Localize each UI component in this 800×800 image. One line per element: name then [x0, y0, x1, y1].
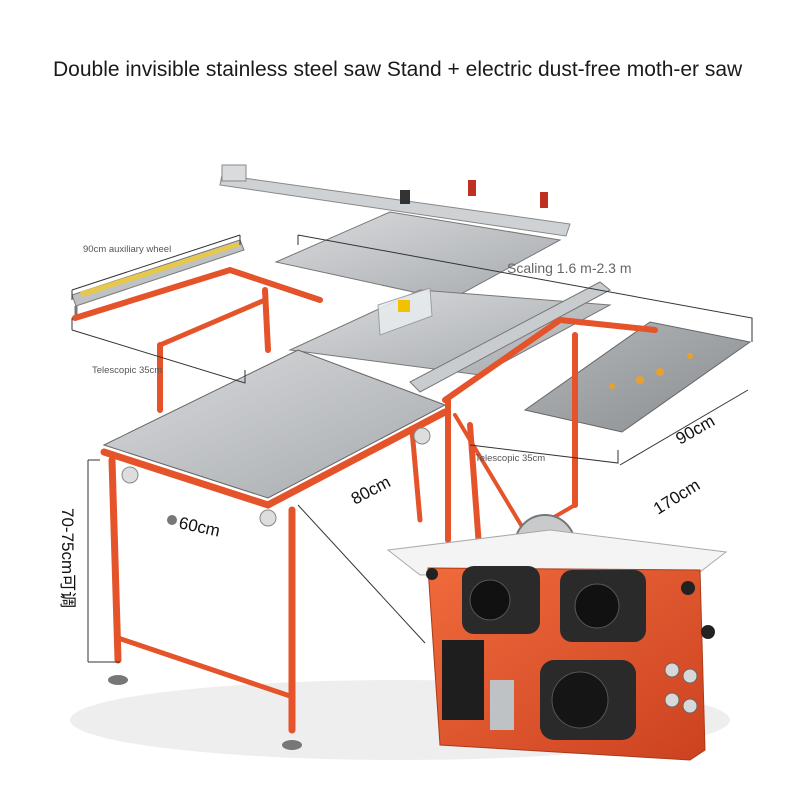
knob [701, 625, 715, 639]
label-height-adjust: 70-75cm可调 [58, 508, 77, 608]
rip-fence [409, 281, 611, 393]
label-aux-wheel: 90cm auxiliary wheel [83, 244, 171, 255]
right-extension-table [523, 321, 752, 433]
blade-guard [377, 287, 433, 336]
label-telescopic-right: Telescopic 35cm [475, 453, 545, 464]
auxiliary-roller-rail [71, 239, 245, 318]
feet [108, 427, 431, 750]
label-width-80: 80cm [348, 472, 394, 508]
label-scaling: Scaling 1.6 m-2.3 m [507, 260, 632, 276]
main-saw-table [288, 289, 612, 376]
label-width-60: 60cm [177, 513, 222, 540]
knob [426, 568, 438, 580]
label-width-90: 90cm [673, 411, 719, 448]
sliding-fence-arm [219, 164, 571, 237]
back-table [274, 211, 562, 301]
saw-unit [386, 514, 728, 761]
control-box [442, 640, 484, 720]
knob [681, 581, 695, 595]
label-telescopic-left: Telescopic 35cm [92, 365, 162, 376]
product-title: Double invisible stainless steel saw Sta… [53, 58, 743, 81]
saw-top-plate [386, 529, 728, 576]
dimension-lines [71, 234, 753, 663]
switch-panel [664, 662, 698, 714]
label-length-170: 170cm [650, 475, 703, 518]
